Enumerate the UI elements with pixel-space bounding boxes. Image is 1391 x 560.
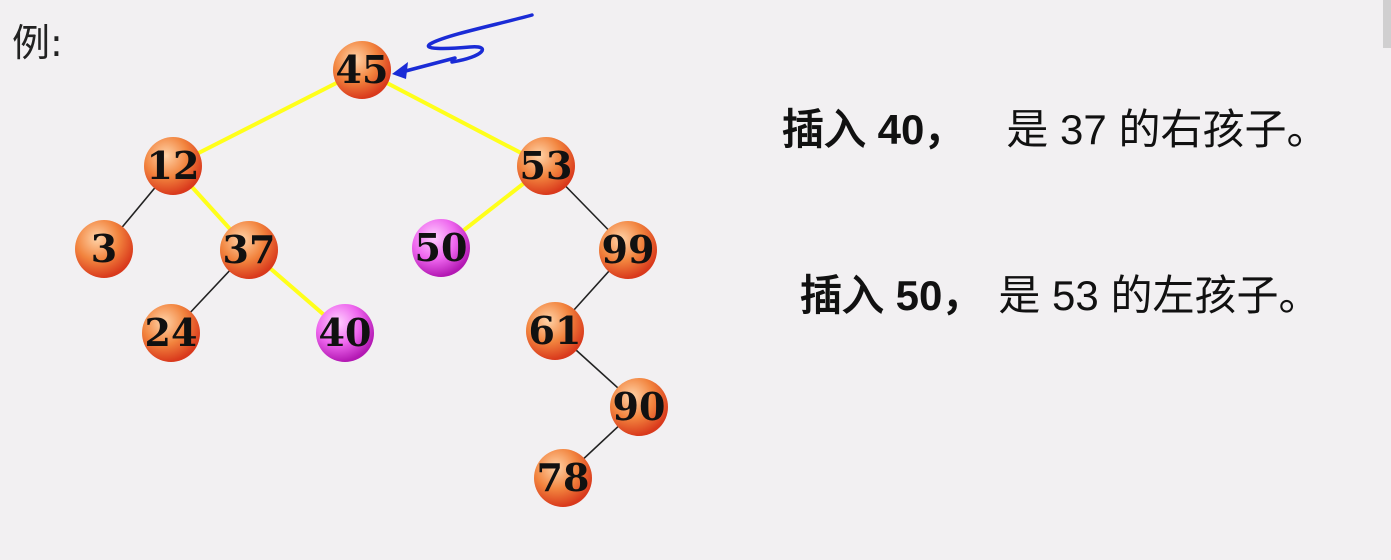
pointer-arrow-annotation xyxy=(392,13,534,79)
window-edge xyxy=(1383,0,1391,48)
arrow-shaft xyxy=(396,56,457,75)
node-circle xyxy=(144,137,202,195)
node-label: 50 xyxy=(415,225,468,270)
insert-40-statement: 插入 40， 是 37 的右孩子。 xyxy=(782,96,1328,157)
node-label: 40 xyxy=(319,310,372,355)
node-label: 61 xyxy=(529,308,582,353)
node-label: 78 xyxy=(537,455,590,500)
scribble-mark xyxy=(426,13,534,64)
node-label: 99 xyxy=(602,227,655,272)
insert-50-label: 插入 50， xyxy=(800,272,985,319)
insert-40-result: 是 37 的右孩子。 xyxy=(1006,106,1329,153)
node-label: 45 xyxy=(336,47,389,92)
tree-node-37: 37 xyxy=(220,221,278,279)
node-circle xyxy=(526,302,584,360)
insert-50-result: 是 53 的左孩子。 xyxy=(998,272,1321,319)
node-label: 90 xyxy=(613,384,666,429)
edge-layer xyxy=(103,68,640,479)
insert-50-statement: 插入 50， 是 53 的左孩子。 xyxy=(800,262,1320,323)
arrow-head xyxy=(392,62,408,79)
tree-node-99: 99 xyxy=(599,221,657,279)
node-circle xyxy=(517,137,575,195)
tree-node-3: 3 xyxy=(75,220,133,278)
node-circle xyxy=(75,220,133,278)
node-circle xyxy=(316,304,374,362)
tree-node-50: 50 xyxy=(412,219,470,277)
node-circle xyxy=(333,41,391,99)
tree-node-90: 90 xyxy=(610,378,668,436)
node-circle xyxy=(534,449,592,507)
edge-45-12 xyxy=(172,68,363,168)
insert-40-label: 插入 40， xyxy=(782,106,967,153)
edge-45-53 xyxy=(361,68,547,168)
node-label: 37 xyxy=(223,227,276,272)
tree-node-24: 24 xyxy=(142,304,200,362)
example-label: 例: xyxy=(12,21,63,65)
node-circle xyxy=(142,304,200,362)
node-circle xyxy=(599,221,657,279)
node-label: 12 xyxy=(147,143,200,188)
tree-node-61: 61 xyxy=(526,302,584,360)
node-label: 53 xyxy=(520,143,573,188)
node-label: 24 xyxy=(145,310,198,355)
tree-node-40: 40 xyxy=(316,304,374,362)
tree-node-12: 12 xyxy=(144,137,202,195)
node-circle xyxy=(220,221,278,279)
node-circle xyxy=(412,219,470,277)
node-circle xyxy=(610,378,668,436)
node-layer: 45 12 53 3 37 50 99 24 40 61 90 78 xyxy=(75,41,668,507)
tree-node-53: 53 xyxy=(517,137,575,195)
node-label: 3 xyxy=(91,226,117,271)
tree-node-45: 45 xyxy=(333,41,391,99)
tree-node-78: 78 xyxy=(534,449,592,507)
